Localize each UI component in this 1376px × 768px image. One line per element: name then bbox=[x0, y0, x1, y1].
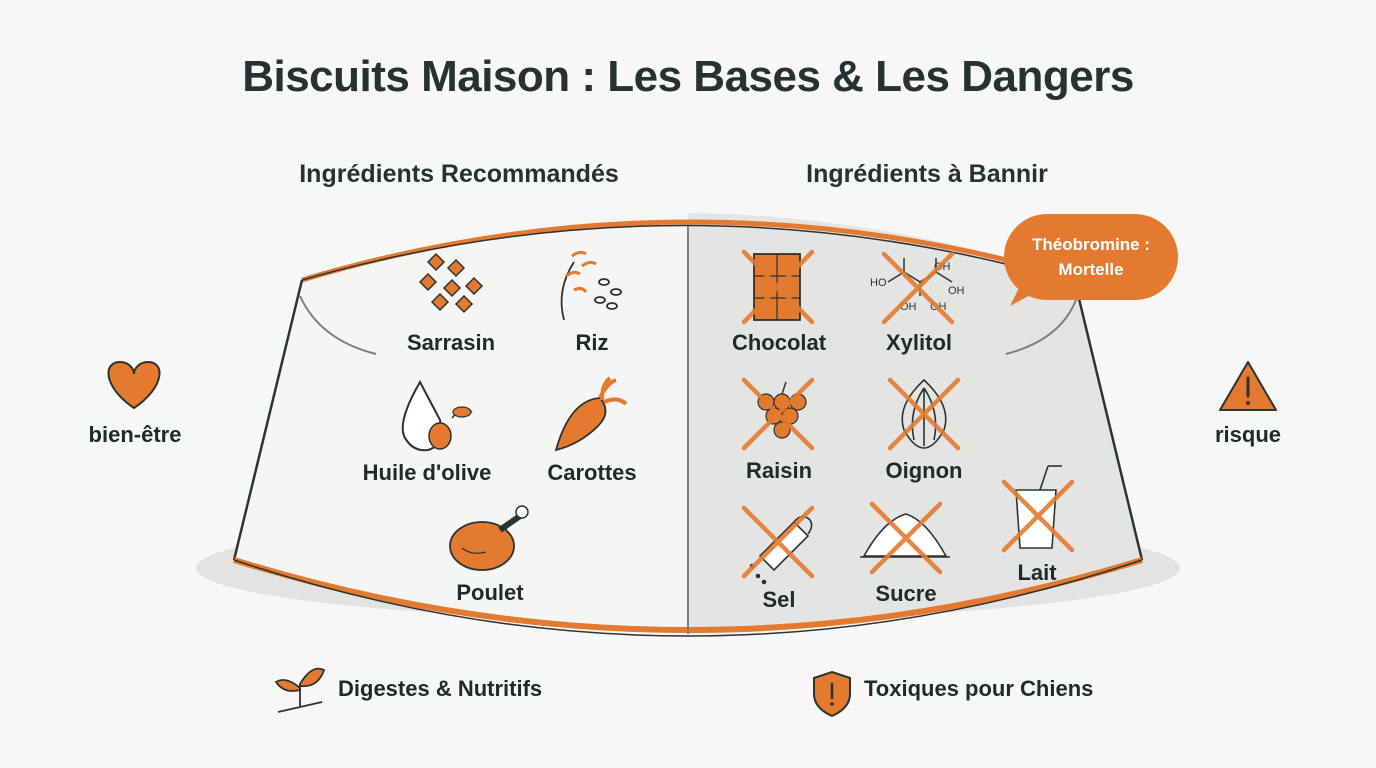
carrot-icon bbox=[554, 376, 628, 452]
chicken-icon bbox=[449, 505, 529, 571]
chocolate-icon bbox=[753, 253, 801, 321]
callout-line-2: Mortelle bbox=[1058, 260, 1124, 279]
bowl-rim-outline bbox=[301, 224, 1075, 283]
olive-oil-icon bbox=[401, 379, 473, 452]
label-sucre: Sucre bbox=[875, 581, 937, 606]
label-riz: Riz bbox=[575, 330, 609, 355]
buckwheat-icon bbox=[418, 252, 484, 314]
banned-heading: Ingrédients à Bannir bbox=[806, 160, 1048, 188]
sprout-balance-icon bbox=[274, 667, 326, 713]
bowl-left-side bbox=[232, 279, 304, 561]
inner-rim-right bbox=[1005, 299, 1077, 355]
ban-cross-lait bbox=[1001, 479, 1075, 553]
label-chocolat: Chocolat bbox=[731, 330, 827, 355]
mol-label-oh-1: OH bbox=[948, 285, 965, 297]
label-oignon: Oignon bbox=[885, 458, 963, 483]
inner-rim-left bbox=[299, 295, 377, 355]
callout-line-1: Théobromine : bbox=[1031, 234, 1151, 254]
label-sel: Sel bbox=[762, 587, 796, 612]
bowl-right-side bbox=[1072, 277, 1144, 561]
side-label-bien-etre: bien-être bbox=[88, 422, 182, 447]
bowl-rim bbox=[301, 219, 1075, 283]
onion-icon bbox=[901, 378, 947, 449]
bowl-left-half bbox=[234, 213, 688, 634]
label-xylitol: Xylitol bbox=[885, 330, 952, 355]
label-huile-olive: Huile d'olive bbox=[362, 460, 492, 485]
ban-cross-sucre bbox=[869, 501, 943, 575]
rice-icon bbox=[560, 250, 622, 321]
warning-icon bbox=[1219, 361, 1277, 411]
ban-cross-raisin bbox=[741, 377, 815, 451]
label-sarrasin: Sarrasin bbox=[406, 330, 496, 355]
label-raisin: Raisin bbox=[745, 458, 813, 483]
footer-toxiques: Toxiques pour Chiens bbox=[864, 676, 1094, 701]
bowl-base-outline bbox=[233, 559, 1143, 637]
ban-cross-oignon bbox=[887, 377, 961, 451]
label-poulet: Poulet bbox=[456, 580, 524, 605]
side-label-risque: risque bbox=[1214, 422, 1282, 447]
recommended-heading: Ingrédients Recommandés bbox=[299, 160, 619, 188]
footer-digestes: Digestes & Nutritifs bbox=[338, 676, 543, 701]
page-title: Biscuits Maison : Les Bases & Les Danger… bbox=[242, 52, 1134, 101]
shield-icon bbox=[813, 670, 851, 718]
ban-crosses bbox=[741, 249, 1075, 579]
ban-cross-chocolate bbox=[741, 249, 815, 325]
ban-cross-xylitol bbox=[881, 251, 955, 325]
grapes-icon bbox=[757, 381, 807, 439]
label-carottes: Carottes bbox=[547, 460, 637, 485]
label-lait: Lait bbox=[1017, 560, 1057, 585]
theobromine-callout: Théobromine : Mortelle bbox=[1004, 214, 1178, 300]
heart-icon bbox=[107, 360, 161, 410]
mol-label-ho: HO bbox=[870, 277, 887, 289]
ban-cross-sel bbox=[741, 505, 815, 579]
